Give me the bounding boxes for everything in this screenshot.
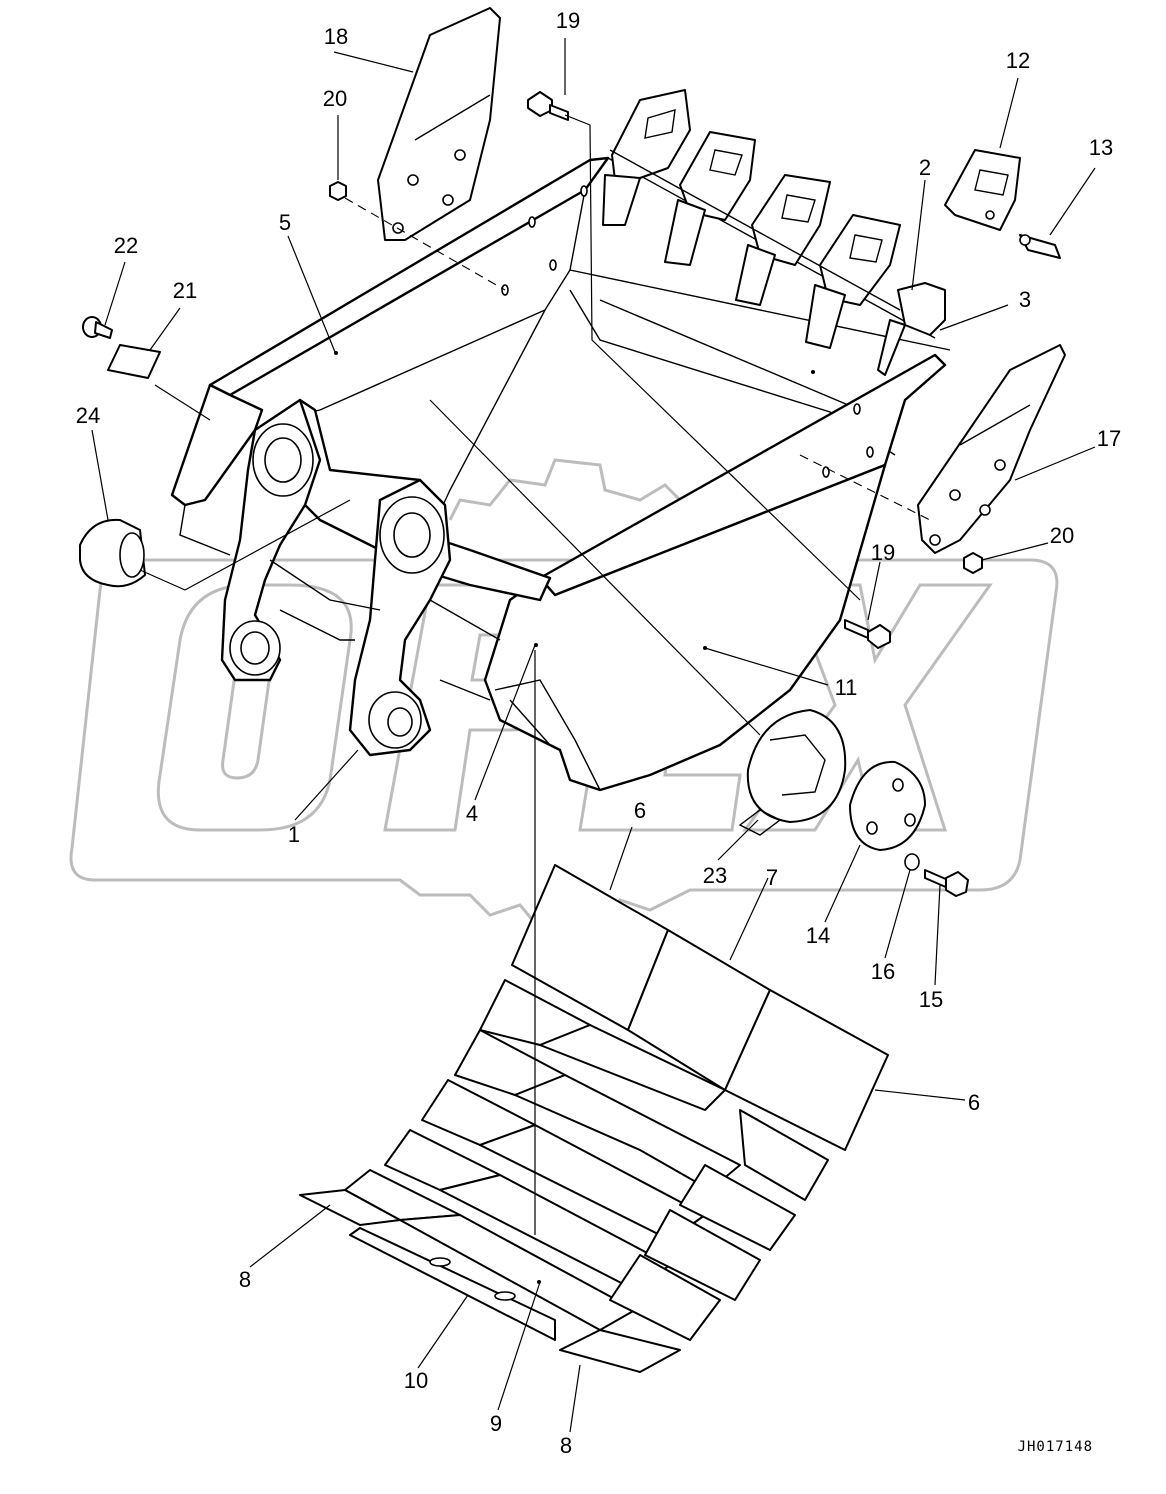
part-label: 20 (323, 86, 347, 111)
part-label: 24 (76, 403, 100, 428)
part-label: 23 (703, 863, 727, 888)
part-label: 22 (114, 233, 138, 258)
bolt-15 (924, 869, 969, 897)
part-label: 6 (968, 1090, 980, 1115)
part-label: 19 (556, 8, 580, 33)
tooth-pin (1019, 234, 1061, 259)
part-label: 13 (1089, 135, 1113, 160)
part-label: 8 (239, 1267, 251, 1292)
side-cutter-right (917, 344, 1066, 554)
part-label: 18 (324, 24, 348, 49)
part-label: 2 (919, 155, 931, 180)
bolt-right (844, 619, 891, 649)
part-label: 15 (919, 987, 943, 1012)
nut-top (329, 181, 347, 201)
part-label: 14 (806, 923, 830, 948)
part-label: 7 (766, 865, 778, 890)
bolt-top (527, 91, 569, 121)
part-label: 3 (1019, 287, 1031, 312)
part-label: 19 (871, 540, 895, 565)
wear-plates (299, 864, 889, 1373)
plate-21 (107, 344, 161, 379)
bucket-teeth (602, 89, 946, 376)
label-leaders (91, 38, 1096, 1433)
part-label: 21 (173, 278, 197, 303)
part-label: 9 (490, 1411, 502, 1436)
shim-23 (738, 709, 847, 836)
part-label: 17 (1097, 426, 1121, 451)
part-label: 10 (404, 1368, 428, 1393)
part-label: 6 (634, 798, 646, 823)
nut-right (963, 552, 983, 574)
part-label: 1 (288, 822, 300, 847)
part-label: 12 (1006, 48, 1030, 73)
part-labels: 1 2 3 4 5 6 6 7 8 8 9 10 11 12 13 14 15 … (76, 8, 1121, 1458)
alignment-lines (139, 114, 931, 1235)
bucket-body (170, 156, 951, 792)
washer-16 (904, 853, 920, 871)
part-label: 8 (560, 1433, 572, 1458)
drawing-code: JH017148 (1018, 1439, 1093, 1455)
lock-bolt-22 (82, 316, 113, 339)
plate-14 (849, 760, 926, 851)
part-label: 16 (871, 959, 895, 984)
bushing-24 (79, 518, 146, 588)
part-label: 4 (466, 801, 478, 826)
spare-tooth (944, 149, 1021, 231)
part-label: 20 (1050, 523, 1074, 548)
side-cutter-left (377, 7, 501, 241)
part-label: 11 (835, 675, 858, 700)
part-label: 5 (279, 210, 291, 235)
